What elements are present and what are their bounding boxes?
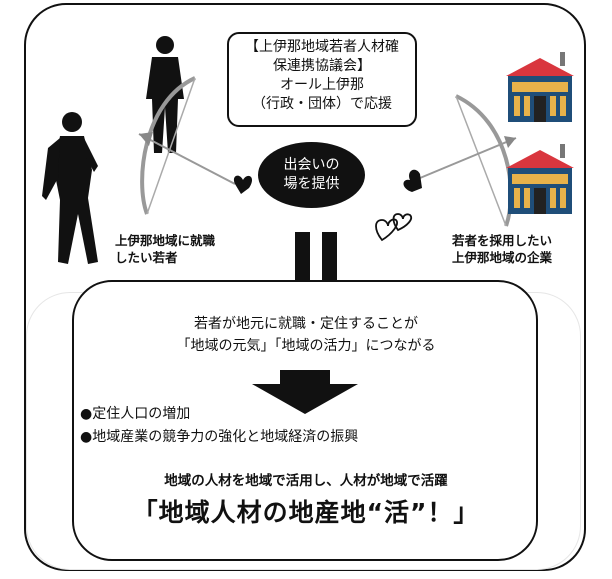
council-box: 【上伊那地域若者人材確 保連携協議会】 オール上伊那 （行政・団体）で応援 xyxy=(227,32,417,127)
benefit-item: ●定住人口の増加 xyxy=(80,406,191,422)
left-bow-arrow-icon xyxy=(138,76,253,215)
company-caption-line: 上伊那地域の企業 xyxy=(452,250,553,265)
meeting-line: 出会いの xyxy=(283,157,340,173)
company-caption: 若者を採用したい 上伊那地域の企業 xyxy=(452,232,552,266)
down-arrow-icon xyxy=(252,370,358,414)
outer-frame xyxy=(24,3,586,571)
youth-caption-line: したい若者 xyxy=(115,250,178,265)
tagline: 地域の人材を地域で活用し、人材が地域で活躍 xyxy=(164,473,448,489)
youth-caption: 上伊那地域に就職 したい若者 xyxy=(115,232,215,266)
meeting-line: 場を提供 xyxy=(283,176,340,192)
headline: 「地域人材の地産地“活”！」 xyxy=(132,498,480,527)
benefit-item: ●地域産業の競争力の強化と地域経済の振興 xyxy=(80,429,359,445)
council-line: （行政・団体）で応援 xyxy=(252,96,392,112)
meeting-place-ellipse: 出会いの 場を提供 xyxy=(258,142,365,208)
company-building-icon xyxy=(506,144,574,214)
equals-bar xyxy=(322,232,337,288)
hearts-icon xyxy=(375,213,412,242)
equals-bar xyxy=(295,232,310,288)
result-statement: 「地域の元気」「地域の活力」につながる xyxy=(176,338,436,354)
council-line: オール上伊那 xyxy=(280,77,364,93)
council-line: 【上伊那地域若者人材確 xyxy=(245,39,399,55)
youth-caption-line: 上伊那地域に就職 xyxy=(115,233,216,248)
company-building-icon xyxy=(506,52,574,122)
businesswoman-icon xyxy=(42,112,98,264)
result-statement: 若者が地元に就職・定住することが xyxy=(194,316,418,332)
council-line: 保連携協議会】 xyxy=(273,58,371,74)
company-caption-line: 若者を採用したい xyxy=(452,233,553,248)
result-box xyxy=(72,280,538,561)
